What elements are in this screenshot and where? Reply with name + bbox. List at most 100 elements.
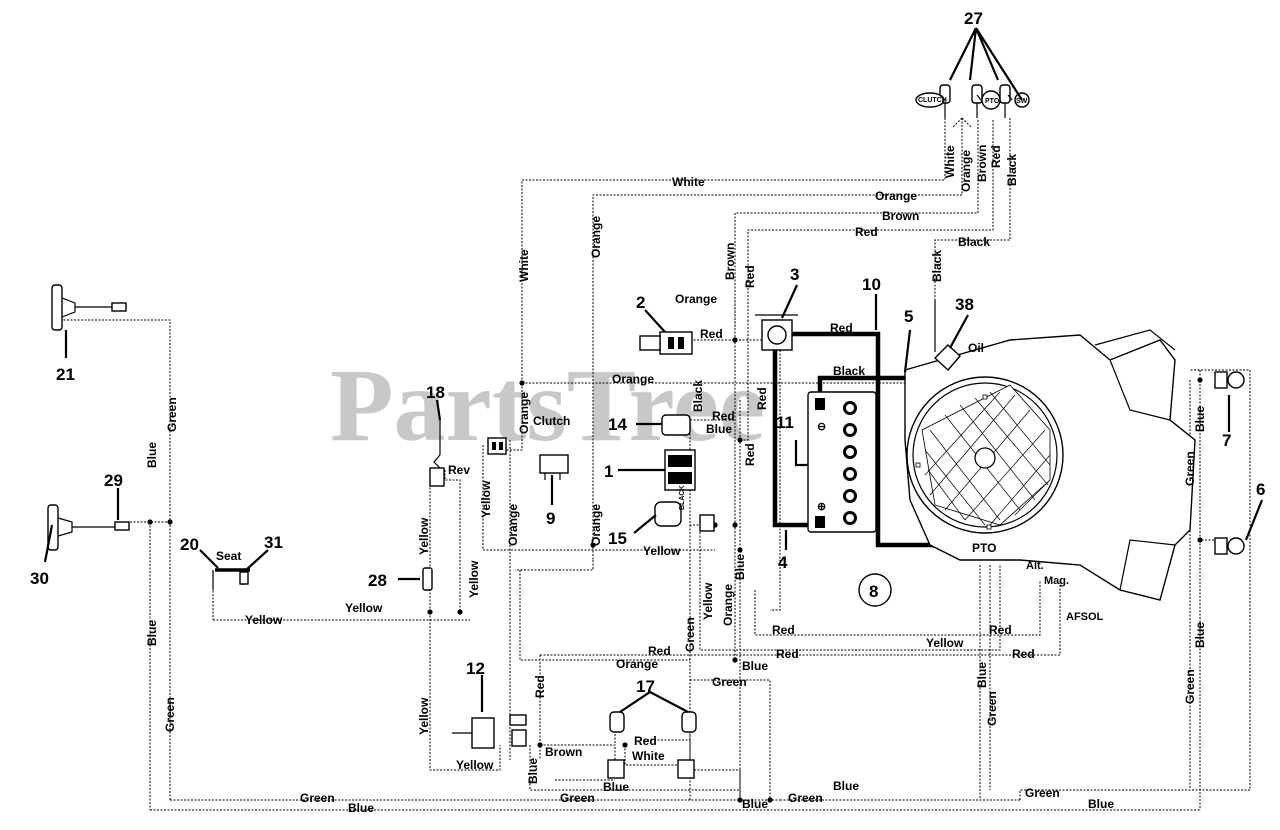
callout-20: 20 bbox=[180, 535, 199, 554]
label-black-small: BLACK bbox=[679, 486, 686, 511]
wire-label: Green bbox=[163, 697, 177, 732]
wire-label: Brown bbox=[545, 745, 582, 759]
wire-label: Red bbox=[989, 145, 1003, 168]
wire-label: Red bbox=[755, 387, 769, 410]
wire-label: Yellow bbox=[456, 758, 494, 772]
wire-label: Green bbox=[683, 617, 697, 652]
callout-11: 11 bbox=[776, 413, 794, 432]
wire-label: Green bbox=[300, 791, 335, 805]
wire-label: Orange bbox=[675, 292, 717, 306]
wire-label: Blue bbox=[348, 801, 374, 815]
callout-15: 15 bbox=[608, 529, 627, 548]
wire-label: Blue bbox=[603, 780, 629, 794]
callout-38: 38 bbox=[955, 295, 974, 314]
wire-label: Red bbox=[743, 265, 757, 288]
wire-label: Blue bbox=[706, 422, 732, 436]
taillight-6 bbox=[1214, 537, 1245, 555]
junction-dots bbox=[147, 337, 1203, 803]
wire-label: Blue bbox=[1088, 797, 1114, 811]
wire-label: Blue bbox=[733, 554, 747, 580]
wire-label: Black bbox=[833, 364, 865, 378]
wire-label: Red bbox=[700, 327, 723, 341]
wire-label: Green bbox=[1025, 786, 1060, 800]
wire-label: Black bbox=[958, 235, 990, 249]
wire-label: Red bbox=[1012, 647, 1035, 661]
callout-5: 5 bbox=[904, 307, 913, 326]
callout-3: 3 bbox=[790, 265, 799, 284]
wire-label: Green bbox=[1183, 451, 1197, 486]
callout-14: 14 bbox=[608, 415, 627, 434]
wire-label: Black bbox=[930, 250, 944, 282]
engine bbox=[904, 329, 1196, 601]
callout-10: 10 bbox=[862, 275, 881, 294]
wire-label: Red bbox=[776, 647, 799, 661]
label-afsol: AFSOL bbox=[1066, 611, 1104, 623]
wire-label: Black bbox=[1005, 154, 1019, 186]
callout-4: 4 bbox=[778, 553, 788, 572]
callout-6: 6 bbox=[1256, 480, 1265, 499]
wire-label: Orange bbox=[517, 392, 531, 434]
callout-arrows bbox=[43, 27, 1264, 713]
wire-label: Blue bbox=[1193, 622, 1207, 648]
wire-label: Red bbox=[855, 225, 878, 239]
wire-label: Yellow bbox=[701, 582, 715, 620]
wire-label: White bbox=[672, 175, 705, 189]
reverse-switch-18 bbox=[429, 420, 445, 487]
switch-15 bbox=[654, 501, 715, 532]
ignition-switch-2 bbox=[639, 331, 693, 355]
wire-label: Red bbox=[743, 443, 757, 466]
switches-27 bbox=[915, 84, 1030, 118]
wire-label: Orange bbox=[959, 150, 973, 192]
callout-12: 12 bbox=[466, 659, 485, 678]
wire-label: Yellow bbox=[417, 697, 431, 735]
wire-label: Brown bbox=[975, 145, 989, 182]
seat-switch bbox=[212, 568, 250, 590]
oil-sensor-38 bbox=[933, 300, 961, 372]
wire-label: Yellow bbox=[479, 480, 493, 518]
wire-label: Yellow bbox=[345, 601, 383, 615]
wire-labels: White Orange Brown Red Black White Orang… bbox=[145, 145, 1207, 815]
wire-label: Red bbox=[648, 644, 671, 658]
wire-label: White bbox=[943, 145, 957, 178]
wire-label: Blue bbox=[742, 797, 768, 811]
wire-label: Green bbox=[1183, 669, 1197, 704]
callout-28: 28 bbox=[368, 571, 387, 590]
callout-8: 8 bbox=[869, 582, 878, 601]
wire-label: Orange bbox=[589, 504, 603, 546]
callout-30: 30 bbox=[30, 569, 49, 588]
wire-label: Blue bbox=[1193, 406, 1207, 432]
callout-31: 31 bbox=[264, 533, 283, 552]
callout-9: 9 bbox=[546, 509, 555, 528]
callout-17: 17 bbox=[636, 677, 655, 696]
wire-label: Green bbox=[985, 691, 999, 726]
callout-18: 18 bbox=[426, 383, 445, 402]
svg-text:⊕: ⊕ bbox=[817, 501, 826, 513]
label-rev: Rev bbox=[448, 463, 470, 477]
label-clutch: Clutch bbox=[533, 414, 570, 428]
wire-label: Blue bbox=[145, 620, 159, 646]
wire-label: Orange bbox=[616, 657, 658, 671]
light-switch-12 bbox=[452, 714, 527, 749]
wire-label: Yellow bbox=[417, 517, 431, 555]
wire-label: Orange bbox=[875, 189, 917, 203]
wire-label: Orange bbox=[506, 504, 520, 546]
lamps-17 bbox=[607, 711, 697, 779]
wire-label: Green bbox=[165, 397, 179, 432]
label-alt: Alt. bbox=[1026, 560, 1044, 572]
clutch-switch bbox=[487, 437, 507, 455]
wire-label: Brown bbox=[882, 209, 919, 223]
battery: ⊖ ⊕ bbox=[807, 391, 877, 533]
wire-label: Black bbox=[691, 380, 705, 412]
wire-label: Orange bbox=[612, 372, 654, 386]
wire-label: Red bbox=[712, 409, 735, 423]
svg-text:⊖: ⊖ bbox=[817, 421, 826, 433]
wire-label: Red bbox=[533, 675, 547, 698]
watermark: PartsTree bbox=[330, 348, 765, 463]
wire-label: Red bbox=[772, 623, 795, 637]
diode-14 bbox=[661, 414, 691, 436]
wire-label: Blue bbox=[975, 662, 989, 688]
wire-label: Yellow bbox=[643, 544, 681, 558]
callout-2: 2 bbox=[636, 293, 645, 312]
label-pto: PTO bbox=[972, 541, 996, 555]
